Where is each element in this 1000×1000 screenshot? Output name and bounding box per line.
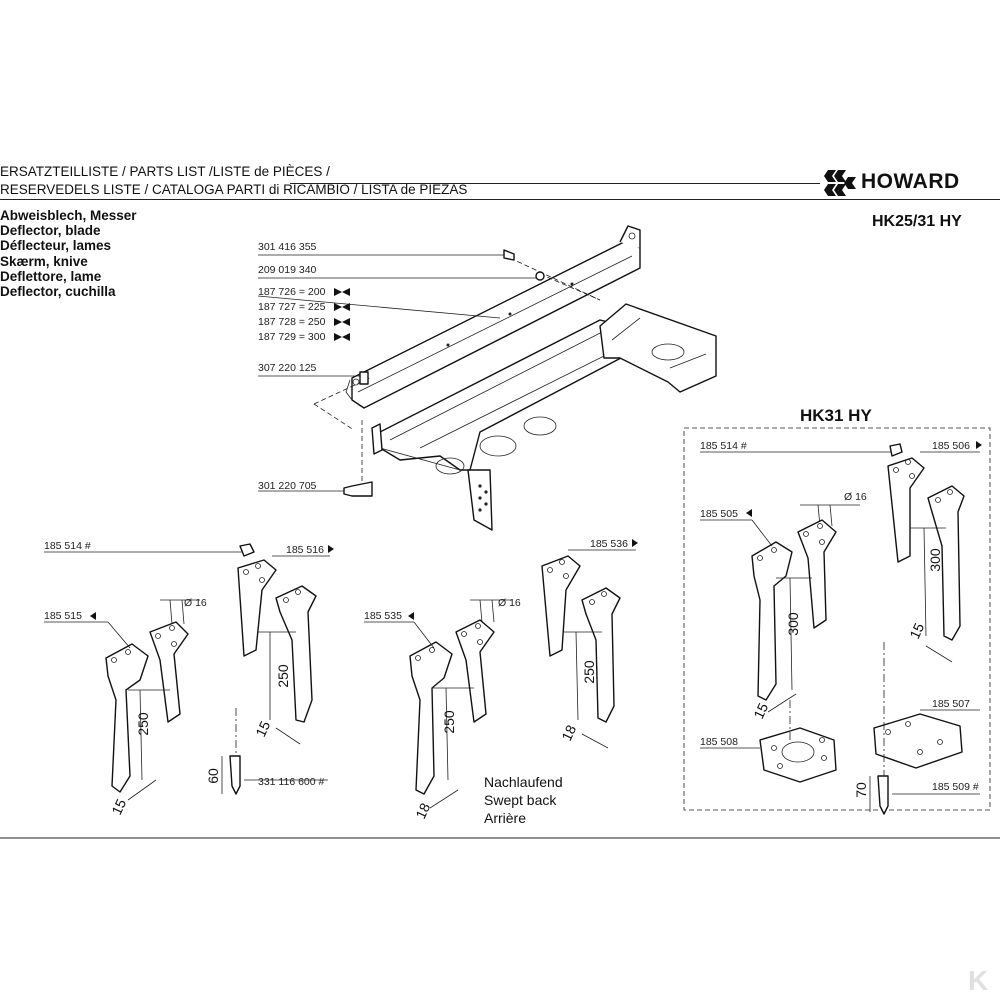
title-es: Deflector, cuchilla [0, 284, 116, 300]
label-left-nut: 185 514 # [44, 540, 91, 552]
left-back-blade-front [275, 585, 317, 723]
hk31-back-blade-front [927, 485, 965, 641]
label-middle-blade-right: 185 536 [590, 538, 628, 550]
dim-hk31-dia: Ø 16 [844, 491, 867, 503]
dim-hk31-15-b: 15 [906, 620, 927, 641]
title-de: Abweisblech, Messer [0, 208, 137, 223]
pair-mark-icons [334, 288, 350, 341]
label-left-blade-left: 185 515 [44, 610, 82, 622]
brand-name: HOWARD [861, 170, 960, 193]
left-front-blade-rear [149, 621, 189, 723]
deflector-end-lug [619, 225, 641, 248]
hk31-bolt-icon [877, 775, 889, 815]
label-187729: 187 729 = 300 [258, 331, 326, 343]
dim-left-15-a: 15 [108, 796, 129, 817]
dim-hk31-300-b: 300 [927, 548, 943, 572]
label-301416355: 301 416 355 [258, 241, 317, 253]
frame-side-plate [467, 469, 493, 531]
middle-back-blade-rear [541, 555, 581, 657]
frame-washer-icon [535, 271, 545, 281]
dim-left-15-b: 15 [252, 718, 273, 739]
header-line-2: RESERVEDELS LISTE / CATALOGA PARTI di RI… [0, 182, 468, 197]
frame-nut-icon [359, 371, 369, 385]
label-307220125: 307 220 125 [258, 362, 317, 374]
title-da: Skærm, knive [0, 253, 88, 269]
hk31-title: HK31 HY [800, 406, 872, 425]
title-fr: Déflecteur, lames [0, 238, 112, 254]
frame-assembly [257, 225, 717, 531]
header-line-1: ERSATZTEILLISTE / PARTS LIST /LISTE de P… [0, 164, 330, 179]
dim-hk31-15-a: 15 [750, 700, 771, 721]
hk31-nut-icon [889, 443, 903, 457]
swept-back-fr: Arrière [484, 810, 526, 826]
label-hk31-bolt: 185 509 # [932, 781, 979, 793]
dim-middle-250-a: 250 [441, 710, 457, 734]
dim-hk31-bolt-70: 70 [853, 782, 869, 798]
middle-blade-group: 185 536 250 18 Ø 16 185 535 250 18 Nachl… [364, 538, 638, 826]
label-hk31-blade-right: 185 506 [932, 440, 970, 452]
dim-left-dia-1: Ø 16 [184, 597, 207, 609]
header-rule [290, 183, 820, 184]
swept-back-de: Nachlaufend [484, 774, 563, 790]
watermark-logo: K [968, 965, 988, 996]
dim-middle-250-b: 250 [581, 660, 597, 684]
label-left-bolt: 331 116 600 # [258, 776, 325, 788]
title-it: Deflettore, lame [0, 268, 102, 284]
title-block: Abweisblech, Messer Deflector, blade Déf… [0, 208, 137, 299]
frame-bolt-icon [503, 249, 515, 261]
left-blade-group: 185 514 # 185 516 250 15 Ø 16 185 515 25… [44, 540, 334, 817]
middle-front-blade-rear [455, 619, 495, 723]
label-187728: 187 728 = 250 [258, 316, 326, 328]
dim-middle-dia: Ø 16 [498, 597, 521, 609]
howard-logo-icon [824, 168, 858, 198]
label-187727: 187 727 = 225 [258, 301, 326, 313]
model-label: HK25/31 HY [872, 213, 962, 230]
frame-long-bolt-icon [343, 481, 373, 497]
title-en: Deflector, blade [0, 223, 101, 239]
header-divider [0, 199, 1000, 200]
swept-back-en: Swept back [484, 792, 557, 808]
label-left-blade-right: 185 516 [286, 544, 324, 556]
label-187726: 187 726 = 200 [258, 286, 326, 298]
left-front-blade-front [105, 643, 149, 793]
frame-post [371, 423, 383, 455]
dim-middle-18-a: 18 [412, 800, 433, 821]
left-nut-icon [239, 543, 255, 557]
hk31-plate-right [873, 713, 963, 769]
middle-back-blade-front [581, 587, 621, 723]
hk31-front-blade-front [751, 541, 793, 701]
label-hk31-plate-right: 185 507 [932, 698, 970, 710]
dim-middle-18-b: 18 [558, 722, 579, 743]
dim-left-bolt-60: 60 [205, 768, 221, 784]
middle-front-blade-front [409, 641, 453, 795]
frame-base [379, 319, 641, 471]
dim-hk31-300-a: 300 [785, 612, 801, 636]
left-back-blade-rear [237, 559, 277, 657]
hk31-dashed-box [683, 427, 991, 811]
hk31-front-blade-rear [797, 519, 837, 629]
left-bolt-icon [229, 755, 241, 795]
dim-left-250-b: 250 [275, 664, 291, 688]
label-301220705: 301 220 705 [258, 480, 317, 492]
label-middle-blade-left: 185 535 [364, 610, 402, 622]
label-hk31-nut: 185 514 # [700, 440, 747, 452]
frame-bracket [599, 303, 717, 393]
label-hk31-plate-left: 185 508 [700, 736, 738, 748]
hk31-plate-left [759, 727, 837, 783]
dim-left-250-a: 250 [135, 712, 151, 736]
label-hk31-blade-left: 185 505 [700, 508, 738, 520]
label-209019340: 209 019 340 [258, 264, 317, 276]
hk31-group: HK31 HY 185 514 # 185 506 300 15 Ø 16 18… [683, 406, 991, 815]
hk31-back-blade-rear [887, 457, 925, 563]
